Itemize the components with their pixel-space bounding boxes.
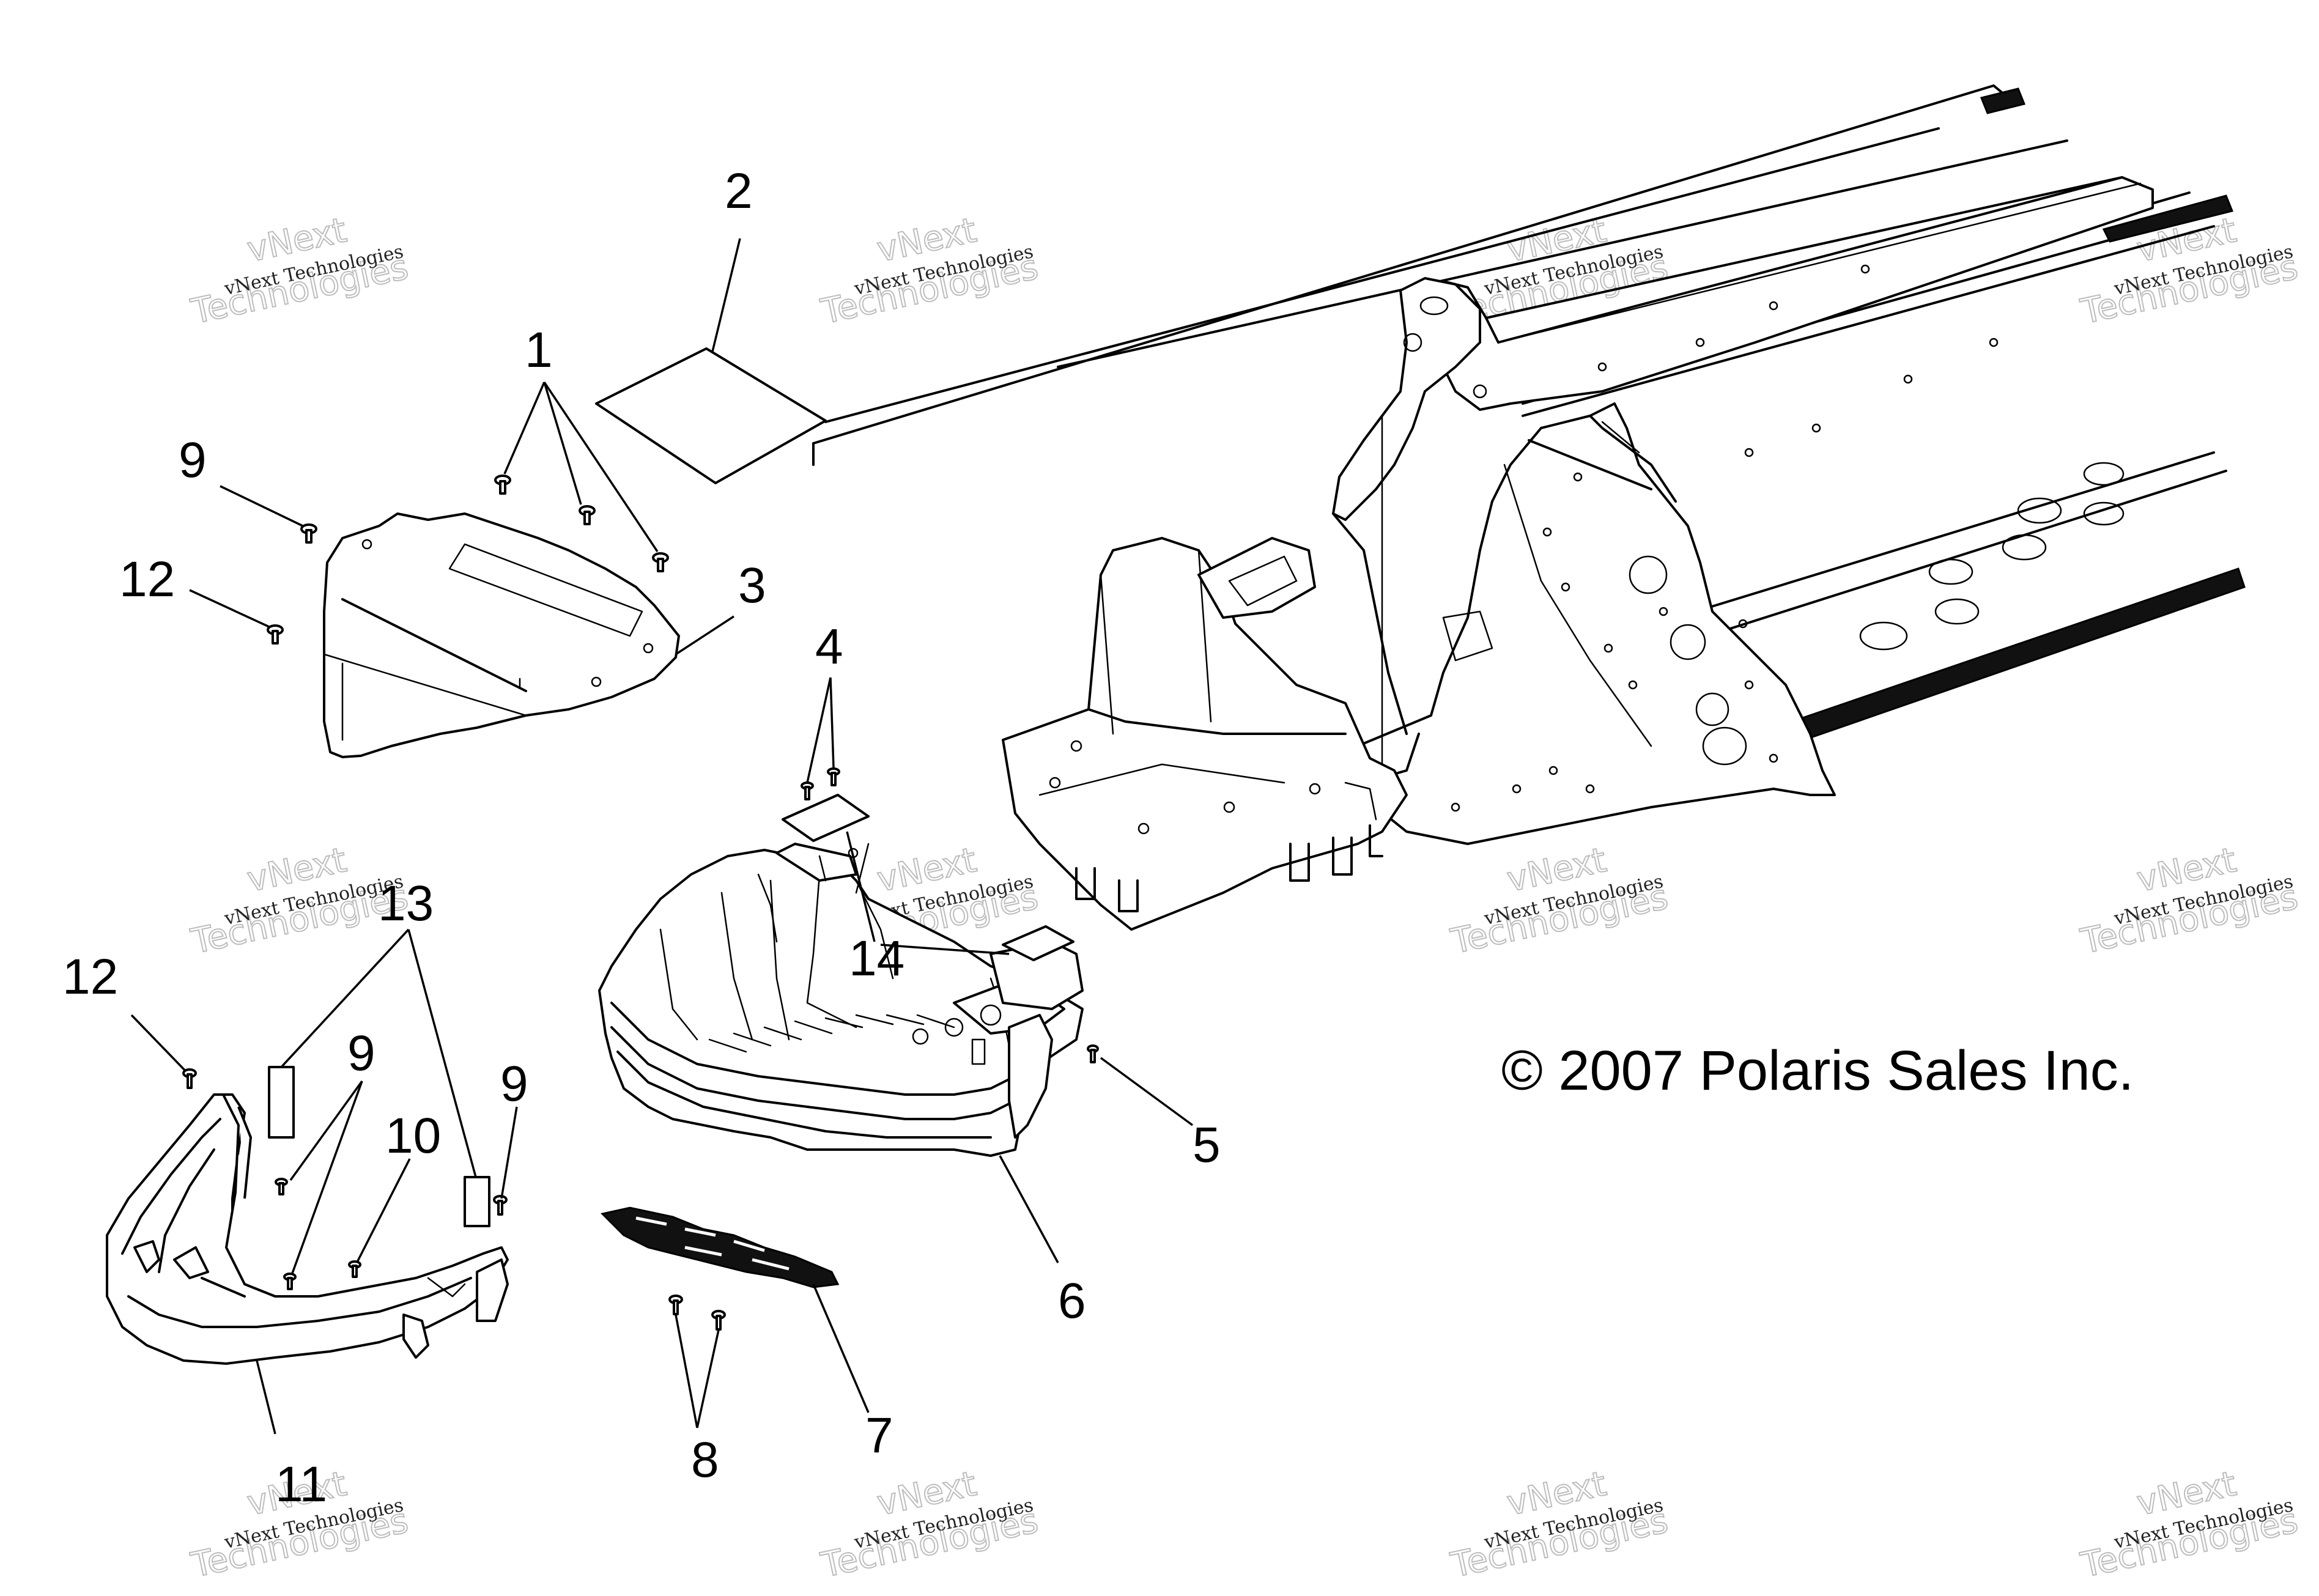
callout-14: 14 xyxy=(849,931,904,986)
part-6-nose-pan xyxy=(598,843,1084,1157)
callout-3: 3 xyxy=(738,558,766,613)
part-13-decals xyxy=(268,1066,490,1227)
part-5-fastener xyxy=(1087,1044,1099,1063)
callout-11: 11 xyxy=(275,1457,327,1512)
callout-9-right: 9 xyxy=(500,1056,528,1112)
callout-10: 10 xyxy=(385,1108,441,1164)
callout-7: 7 xyxy=(865,1408,893,1463)
callout-2: 2 xyxy=(725,163,753,219)
callout-labels: 2 1 9 12 3 4 14 5 6 7 8 11 12 13 9 10 9 xyxy=(62,163,1221,1512)
copyright-text: © 2007 Polaris Sales Inc. xyxy=(1501,1040,2134,1102)
part-11-front-bumper xyxy=(106,1093,509,1365)
part-8-fasteners xyxy=(668,1295,726,1331)
part-1-fasteners xyxy=(267,475,669,645)
callout-4: 4 xyxy=(815,619,843,674)
callout-9-top: 9 xyxy=(179,432,207,488)
chassis-frame xyxy=(812,84,2246,931)
part-7-skid-plate xyxy=(601,1206,840,1288)
callout-8: 8 xyxy=(691,1432,719,1488)
side-panel-holes xyxy=(1629,462,2125,766)
callout-1: 1 xyxy=(525,322,553,378)
part-3-upper-panel xyxy=(323,512,680,758)
part-14-decals xyxy=(782,794,1074,961)
part-4-fasteners xyxy=(801,767,840,800)
callout-5: 5 xyxy=(1193,1117,1221,1173)
callout-12-top: 12 xyxy=(119,552,175,607)
callout-9-mid: 9 xyxy=(347,1025,375,1081)
frame-holes xyxy=(1451,264,1999,812)
callout-13: 13 xyxy=(378,876,434,931)
callout-12-bottom: 12 xyxy=(62,949,118,1005)
part-2-decal xyxy=(595,347,827,484)
callout-6: 6 xyxy=(1058,1273,1086,1329)
leader-lines xyxy=(130,238,1194,1435)
